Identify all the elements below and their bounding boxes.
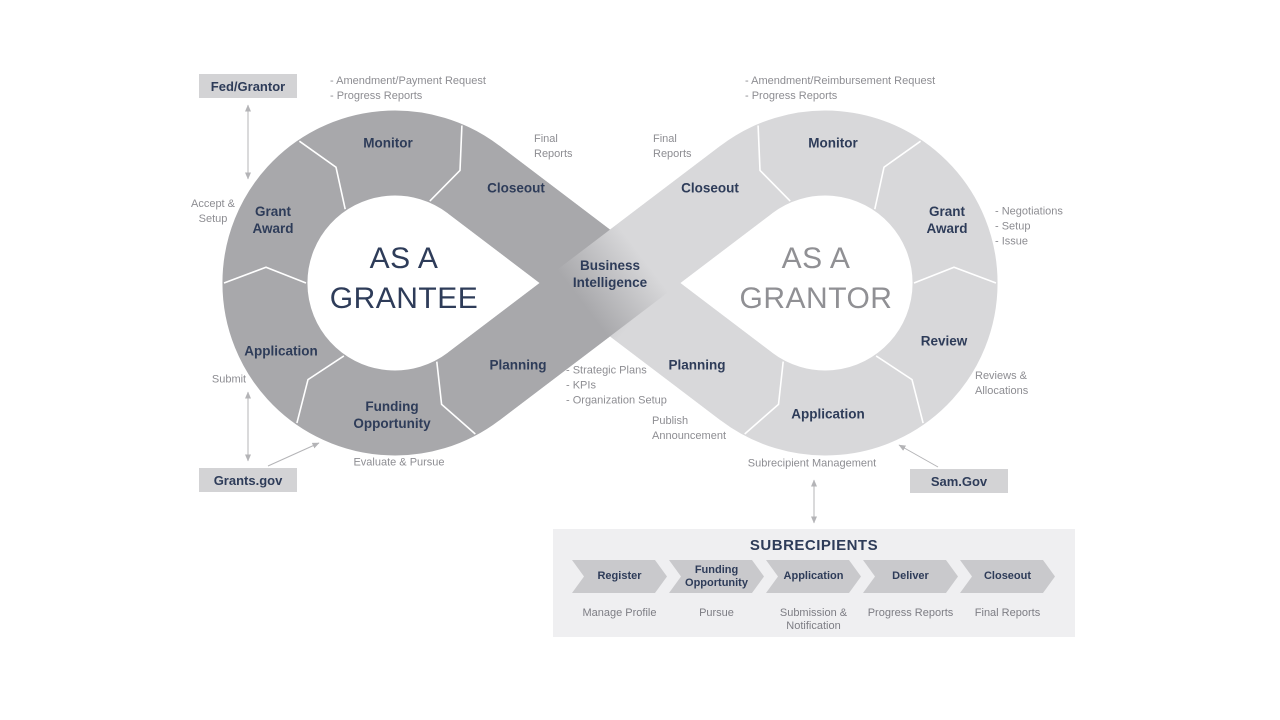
accept-setup-note: Accept & Setup: [190, 198, 236, 225]
substep-progress-reports: Progress Reports: [867, 607, 954, 619]
grantor-stage-closeout: Closeout: [681, 180, 739, 196]
subrecipient-step-deliver: Deliver: [863, 560, 958, 593]
grants-gov-box: Grants.gov: [199, 468, 297, 492]
crossing-band-ascending: [447, 145, 773, 421]
sam-gov-box: Sam.Gov: [910, 469, 1008, 493]
subrecipient-management-note: Subrecipient Management: [747, 457, 877, 470]
subrecipient-step-closeout: Closeout: [960, 560, 1055, 593]
grantee-monitor-notes: - Amendment/Payment Request - Progress R…: [330, 75, 486, 102]
submit-note: Submit: [211, 373, 247, 386]
subrecipient-step-application: Application: [766, 560, 861, 593]
grantee-loop-band: [222, 110, 636, 456]
grant-award-notes: - Negotiations - Setup - Issue: [995, 205, 1063, 248]
subrecipients-substep-row: Manage Profile Pursue Submission & Notif…: [572, 601, 1055, 633]
grantor-loop-band: [584, 110, 998, 456]
substep-final-reports: Final Reports: [974, 607, 1041, 619]
grantee-title: AS A GRANTEE: [329, 242, 479, 315]
publish-announcement-note: Publish Announcement: [652, 415, 726, 442]
grantee-stage-grant-award: Grant Award: [252, 204, 294, 236]
grants-gov-connector-arrow: [267, 442, 320, 467]
substep-pursue: Pursue: [699, 607, 734, 619]
grantee-stage-funding-opportunity: Funding Opportunity: [353, 399, 431, 431]
subrecipients-step-bar: Register Funding Opportunity Application…: [572, 560, 1055, 593]
subrecipient-step-register: Register: [572, 560, 667, 593]
reviews-allocations-note: Reviews & Allocations: [975, 370, 1029, 397]
grantee-stage-planning: Planning: [489, 357, 547, 373]
grantor-segment-separators: [744, 125, 997, 435]
grantor-stage-grant-award: Grant Award: [926, 204, 968, 236]
business-intelligence-label: Business Intelligence: [572, 258, 648, 290]
grantor-stage-planning: Planning: [668, 357, 726, 373]
substep-submission-notification: Submission & Notification: [779, 607, 848, 633]
grantee-stage-closeout: Closeout: [487, 180, 545, 196]
subrecipient-step-funding-opportunity: Funding Opportunity: [669, 560, 764, 593]
grantor-stage-monitor: Monitor: [808, 135, 858, 151]
grantor-final-reports-note: Final Reports: [653, 133, 692, 160]
grantor-stage-review: Review: [920, 333, 968, 349]
grantee-stage-monitor: Monitor: [363, 135, 413, 151]
subrecipients-title: SUBRECIPIENTS: [749, 537, 879, 554]
sam-gov-connector-arrow: [898, 444, 939, 468]
grantee-stage-application: Application: [244, 343, 318, 359]
fed-grantor-box: Fed/Grantor: [199, 74, 297, 98]
substep-manage-profile: Manage Profile: [582, 607, 657, 619]
subrecipients-panel: SUBRECIPIENTS Register Funding Opportuni…: [553, 529, 1075, 637]
evaluate-pursue-note: Evaluate & Pursue: [353, 456, 445, 469]
grantor-stage-application: Application: [791, 406, 865, 422]
grantee-final-reports-note: Final Reports: [534, 133, 573, 160]
grantee-segment-separators: [223, 125, 476, 435]
planning-notes: - Strategic Plans - KPIs - Organization …: [566, 364, 667, 407]
grantor-title: AS A GRANTOR: [739, 242, 893, 315]
grantor-monitor-notes: - Amendment/Reimbursement Request - Prog…: [745, 75, 936, 102]
